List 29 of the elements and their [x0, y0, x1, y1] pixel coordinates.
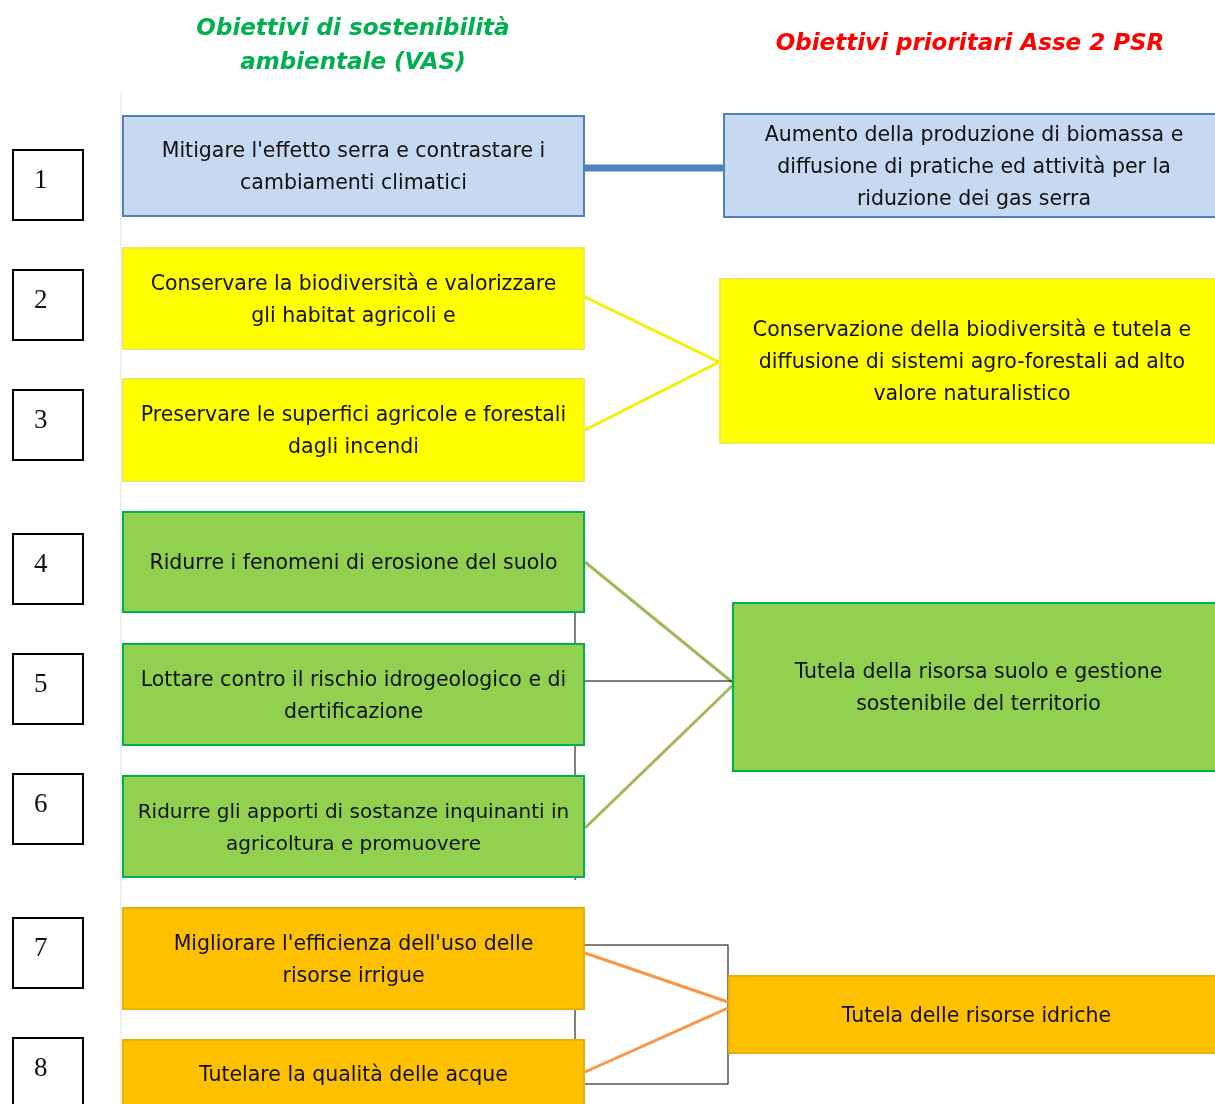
number-box: 2	[12, 269, 84, 341]
objective-box: Ridurre i fenomeni di erosione del suolo	[122, 511, 585, 613]
number-box: 3	[12, 389, 84, 461]
connector-line	[584, 360, 720, 432]
priority-box: Aumento della produzione di biomassa e diffusione di pratiche ed attività per la riduzione dei gas serra	[723, 113, 1215, 218]
priority-box: Tutela della risorsa suolo e gestione sostenibile del territorio	[732, 602, 1215, 772]
connector-line	[584, 1006, 729, 1074]
priority-box: Conservazione della biodiversità e tutela e diffusione di sistemi agro-forestali ad alto valore naturalistico	[719, 278, 1215, 444]
objective-box: Mitigare l'effetto serra e contrastare i cambiamenti climatici	[122, 115, 585, 217]
objective-box: Tutelare la qualità delle acque	[122, 1039, 585, 1104]
number-box: 5	[12, 653, 84, 725]
column-heading: Obiettivi di sostenibilità ambientale (VAS)	[195, 13, 511, 76]
priority-box: Tutela delle risorse idriche	[728, 975, 1215, 1054]
number-box: 8	[12, 1037, 84, 1104]
number-box: 7	[12, 917, 84, 989]
connector-line	[584, 680, 733, 682]
objective-box: Conservare la biodiversità e valorizzare gli habitat agricoli e	[122, 247, 585, 350]
objective-box: Preservare le superfici agricole e forestali dagli incendi	[122, 378, 585, 482]
number-box: 4	[12, 533, 84, 605]
objective-box: Ridurre gli apporti di sostanze inquinanti in agricoltura e promuovere	[122, 775, 585, 878]
column-heading: Obiettivi prioritari Asse 2 PSR	[774, 28, 1166, 57]
connector-line	[584, 295, 720, 364]
objective-box: Lottare contro il rischio idrogeologico e di dertificazione	[122, 643, 585, 746]
objective-box: Migliorare l'efficienza dell'uso delle risorse irrigue	[122, 907, 585, 1010]
connector-line	[584, 560, 733, 684]
connector-line	[585, 164, 723, 172]
number-box: 1	[12, 149, 84, 221]
connector-line	[584, 951, 729, 1004]
number-box: 6	[12, 773, 84, 845]
